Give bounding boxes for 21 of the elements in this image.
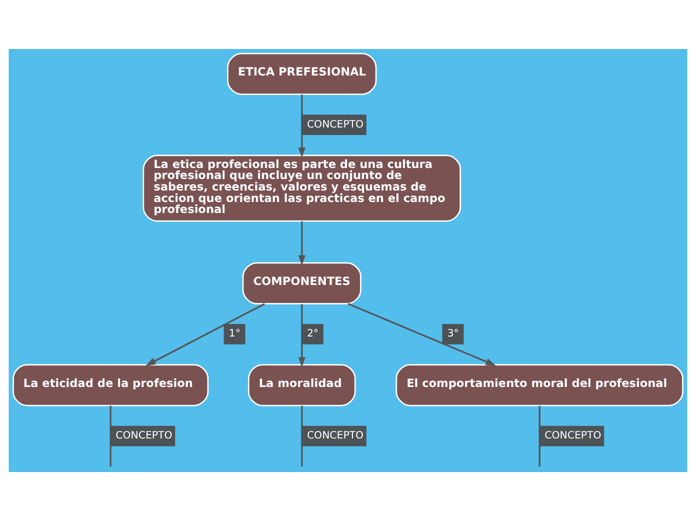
node-box: COMPONENTES: [242, 262, 362, 304]
edge-label: 1°: [228, 328, 240, 340]
edge-label: CONCEPTO: [544, 430, 602, 442]
edge-label: CONCEPTO: [306, 430, 364, 442]
connector: [110, 405, 112, 466]
arrow: [298, 304, 306, 367]
edge-label: 2°: [306, 328, 319, 340]
node-box: La moralidad: [248, 364, 356, 406]
node-box: ETICA PREFESIONAL: [227, 52, 377, 94]
arrow: [298, 220, 306, 265]
connector: [538, 405, 540, 466]
arrow: [146, 302, 265, 366]
edge-label: 3°: [447, 328, 459, 340]
node-box: El comportamiento moral del profesional: [396, 364, 684, 406]
edge-label: CONCEPTO: [116, 430, 172, 442]
node-box: La etica profecional es parte de una cultura profesional que incluye un conjunto de saberes, creencias, valores y esquemas de accion que orientan las practicas en el campo profesional: [142, 154, 462, 222]
edge-label: CONCEPTO: [306, 118, 364, 130]
connector: [301, 405, 303, 466]
node-box: La eticidad de la profesion: [12, 364, 209, 406]
arrow: [298, 94, 306, 158]
arrow: [348, 302, 496, 366]
